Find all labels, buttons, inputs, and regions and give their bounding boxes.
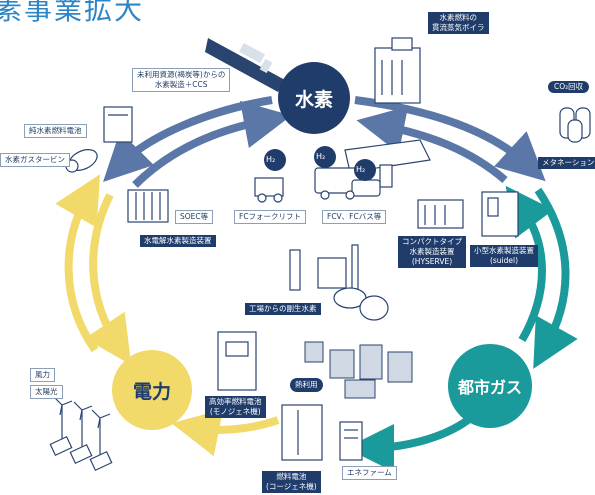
label-heat-use: 熱利用	[290, 378, 323, 392]
boiler-building-icon	[374, 37, 421, 104]
label-byproduct: 工場からの副生水素	[245, 303, 321, 315]
h2-tag-2: H₂	[316, 152, 326, 161]
h2-tag-1: H₂	[266, 155, 276, 164]
hub-power-label: 電力	[132, 380, 171, 403]
label-fc-cogen: 燃料電池(コージェネ機)	[262, 471, 321, 493]
label-hi-eff-fc: 高効率燃料電池(モノジェネ機)	[205, 396, 266, 418]
arrow-right-to-h2-inner	[356, 106, 508, 184]
gas-turbine-icon	[65, 149, 98, 173]
label-enefarm: エネファーム	[342, 466, 397, 480]
solar-panels-icon	[49, 435, 113, 472]
city-icon	[304, 341, 413, 399]
small-unit-icon	[481, 191, 519, 237]
arrow-h2-to-right-outer	[354, 96, 546, 182]
enefarm-icon	[339, 421, 363, 461]
hub-city-gas: 都市ガス	[448, 344, 532, 428]
arrow-yellow-up	[55, 174, 100, 353]
label-compact: コンパクトタイプ水素製造装置(HYSERVE)	[398, 236, 466, 268]
co2-tanks-icon	[559, 107, 591, 143]
label-solar: 太陽光	[30, 385, 63, 399]
label-h2-boiler: 水素燃料の貫流蒸気ボイラ	[428, 12, 489, 34]
label-methanation: メタネーション	[538, 157, 595, 169]
arrow-h2-to-left-outer	[103, 96, 273, 182]
label-wind: 風力	[30, 368, 55, 382]
pure-h2-fc-icon	[103, 106, 133, 143]
factory-icon	[289, 244, 389, 321]
arrow-teal-up	[505, 185, 554, 342]
h2-badges	[264, 146, 376, 181]
electrolysis-icon	[127, 189, 169, 223]
hi-eff-fc-icon	[217, 331, 257, 391]
ship-icon	[205, 38, 285, 92]
label-electrolysis: 水電解水素製造装置	[140, 235, 216, 247]
label-fc-forklift: FCフォークリフト	[234, 210, 307, 224]
label-pure-h2-fc: 純水素燃料電池	[24, 124, 87, 138]
forklift-icon	[254, 177, 284, 203]
h2-tag-3: H₂	[356, 165, 366, 174]
arrow-left-to-h2-inner	[132, 100, 292, 188]
cogen-fc-icon	[281, 404, 323, 461]
label-unused-resources: 未利用資源(褐炭等)からの水素製造＋CCS	[132, 68, 231, 92]
arrow-yellow-down	[84, 193, 132, 365]
label-h2-gas-turbine: 水素ガスタービン	[0, 153, 70, 167]
fcv-bus-icon	[314, 167, 381, 200]
hub-power: 電力	[112, 350, 192, 430]
page-title: 素事業拡大	[0, 0, 145, 26]
label-fcv-bus: FCV、FCバス等	[322, 210, 387, 224]
label-small: 小型水素製造装置(suidel)	[470, 245, 538, 267]
label-soec: SOEC等	[175, 210, 214, 224]
label-co2-capture: CO₂回収	[548, 81, 590, 93]
hub-city-gas-label: 都市ガス	[457, 378, 522, 397]
hub-hydrogen: 水素	[278, 62, 350, 134]
compact-unit-icon	[417, 199, 464, 229]
hub-hydrogen-label: 水素	[294, 88, 333, 111]
arrow-yellow-to-power	[171, 409, 280, 457]
arrow-teal-to-enefarm	[346, 416, 471, 472]
